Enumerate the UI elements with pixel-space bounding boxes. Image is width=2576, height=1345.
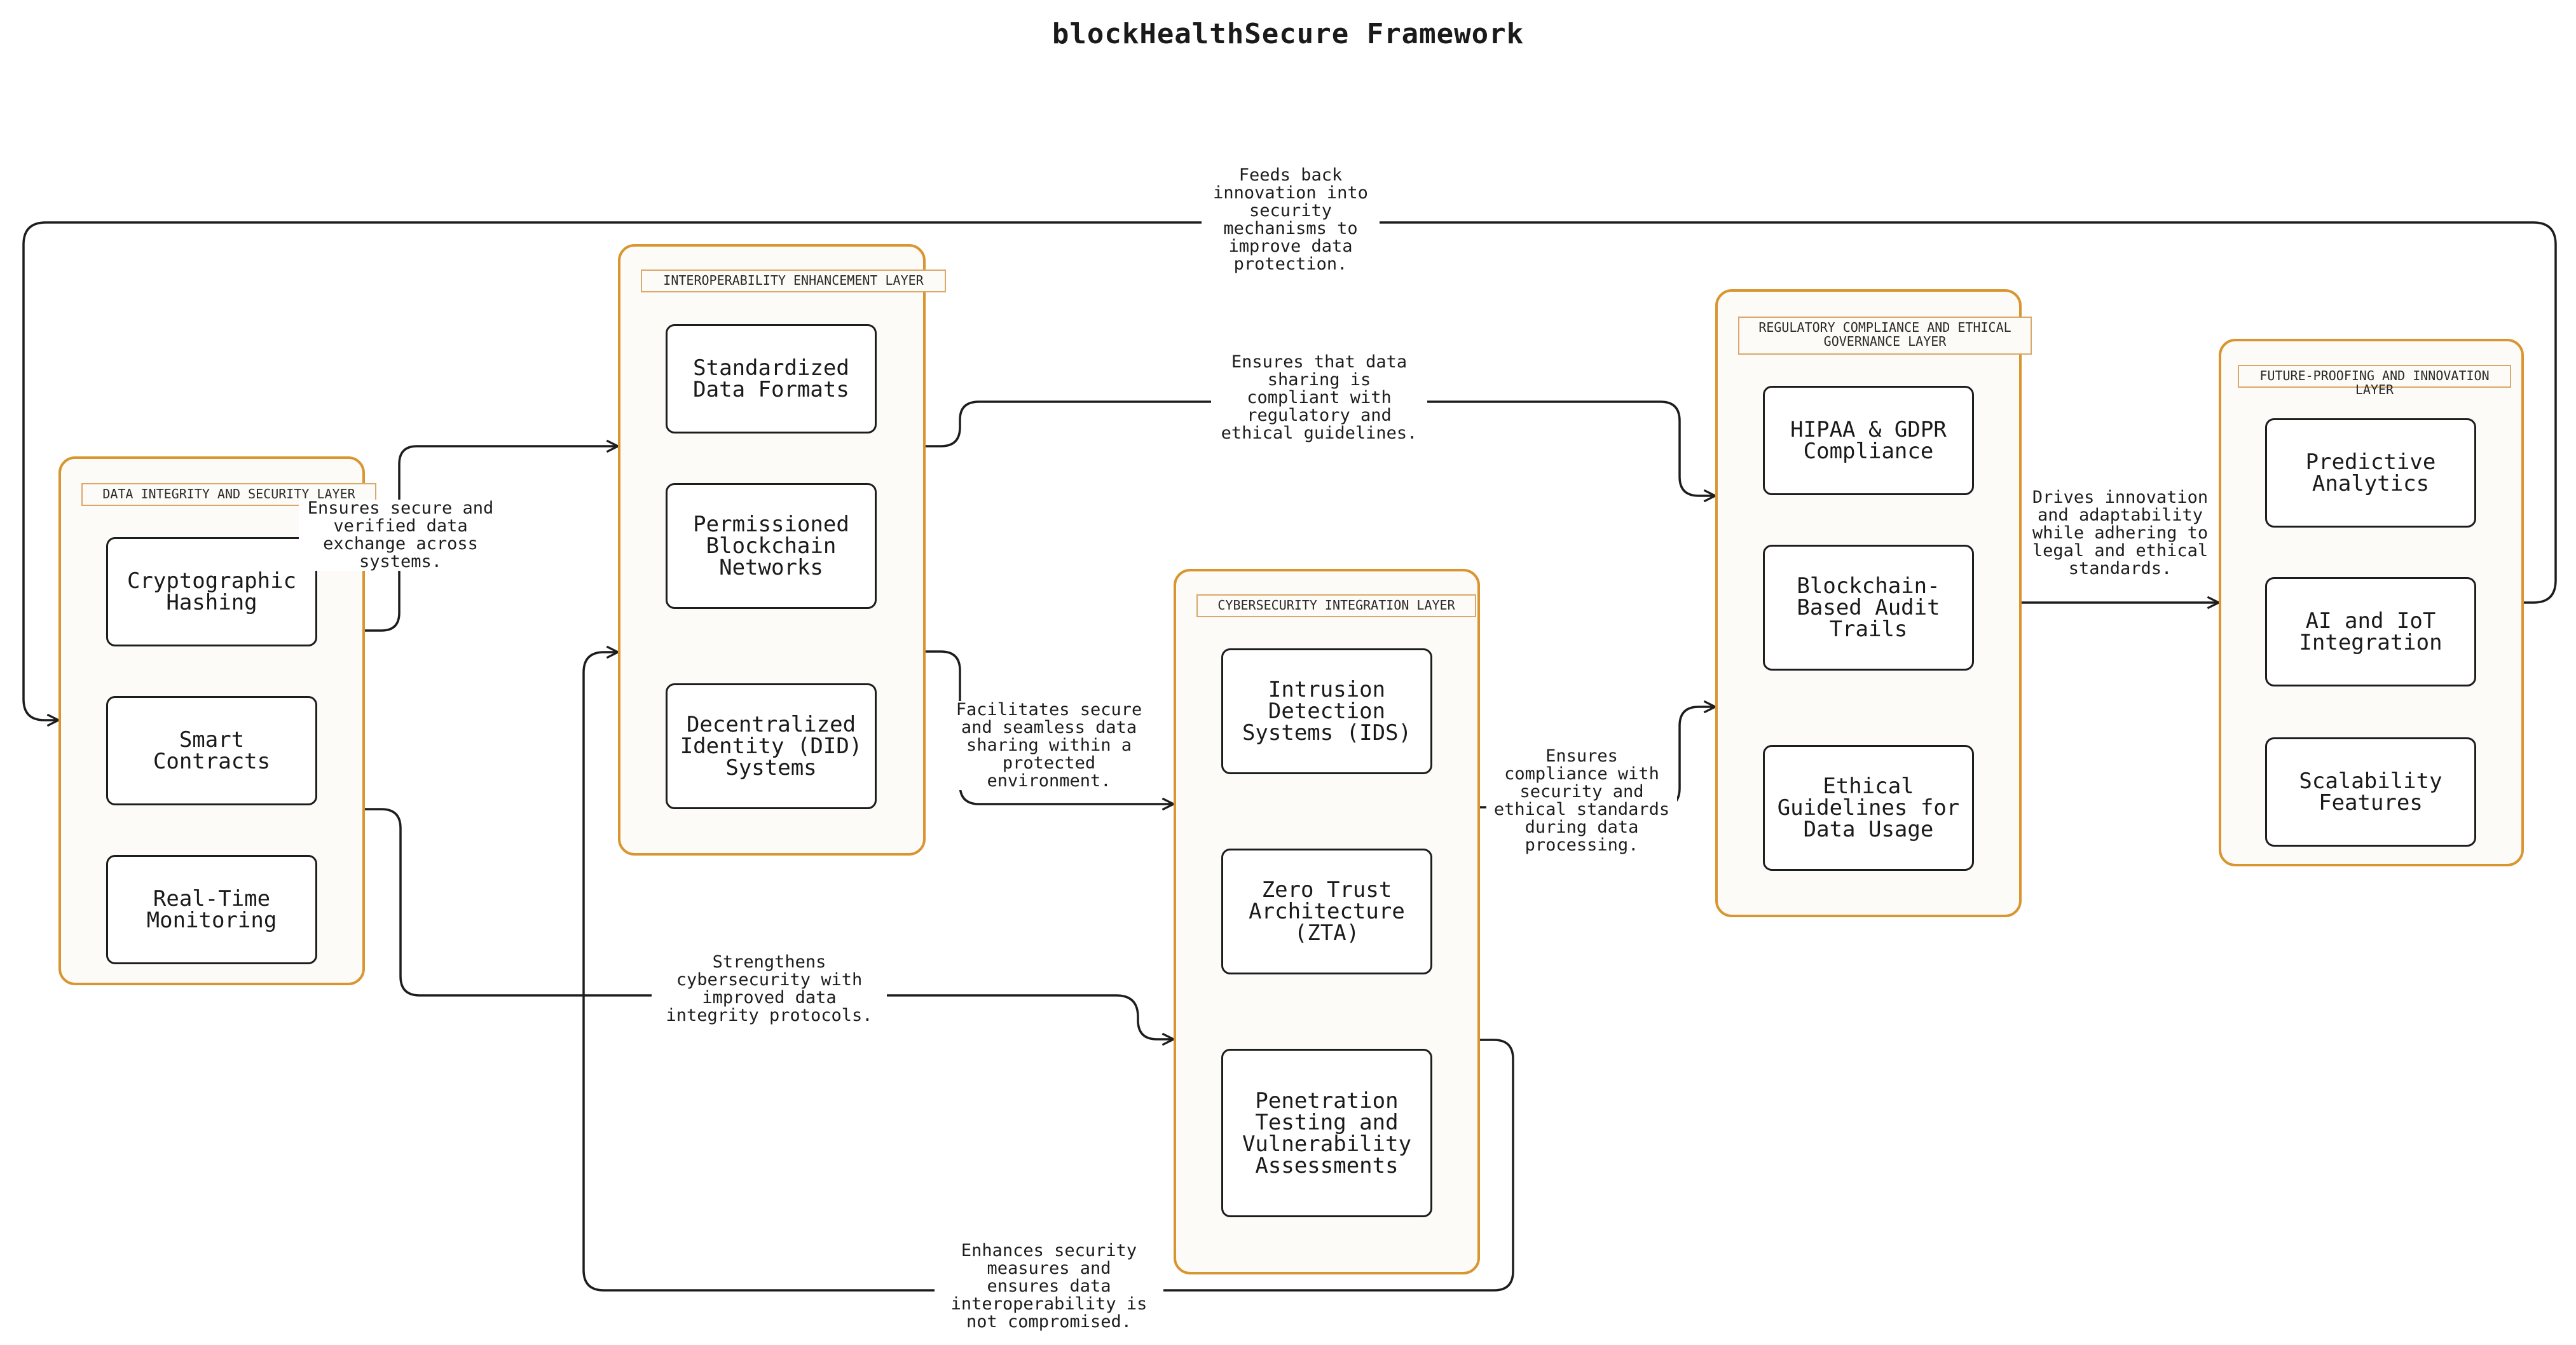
edge-label-interop-to-cyber: Facilitates secure and seamless data sha… [947,701,1151,790]
node-penetration-testing[interactable]: Penetration Testing and Vulnerability As… [1221,1049,1432,1217]
node-zero-trust-architecture[interactable]: Zero Trust Architecture (ZTA) [1221,849,1432,974]
node-decentralized-identity-systems[interactable]: Decentralized Identity (DID) Systems [666,683,877,809]
layer-label-interoperability: INTEROPERABILITY ENHANCEMENT LAYER [641,270,946,292]
diagram-title: blockHealthSecure Framework [1052,18,1524,50]
node-blockchain-audit-trails[interactable]: Blockchain- Based Audit Trails [1763,545,1974,671]
node-smart-contracts[interactable]: Smart Contracts [106,696,317,805]
edge-label-integrity-to-cyber: Strengthens cybersecurity with improved … [652,953,887,1025]
node-cryptographic-hashing[interactable]: Cryptographic Hashing [106,537,317,646]
node-predictive-analytics[interactable]: Predictive Analytics [2265,418,2476,528]
edge-label-interop-to-regulatory: Ensures that data sharing is compliant w… [1211,353,1427,442]
node-standardized-data-formats[interactable]: Standardized Data Formats [666,324,877,434]
layer-label-data-integrity: DATA INTEGRITY AND SECURITY LAYER [81,483,376,506]
node-permissioned-blockchain-networks[interactable]: Permissioned Blockchain Networks [666,483,877,609]
node-ai-iot-integration[interactable]: AI and IoT Integration [2265,577,2476,686]
node-real-time-monitoring[interactable]: Real-Time Monitoring [106,855,317,964]
layer-label-future-proofing: FUTURE-PROOFING AND INNOVATION LAYER [2238,365,2511,397]
layer-label-regulatory: REGULATORY COMPLIANCE AND ETHICAL GOVERN… [1738,317,2032,355]
node-hipaa-gdpr-compliance[interactable]: HIPAA & GDPR Compliance [1763,386,1974,495]
layer-label-cybersecurity: CYBERSECURITY INTEGRATION LAYER [1196,594,1476,617]
edge-label-cyber-to-interop: Enhances security measures and ensures d… [935,1242,1163,1331]
edge-label-integrity-to-interop: Ensures secure and verified data exchang… [299,500,502,571]
node-ethical-guidelines[interactable]: Ethical Guidelines for Data Usage [1763,745,1974,871]
node-intrusion-detection-systems[interactable]: Intrusion Detection Systems (IDS) [1221,648,1432,774]
edge-label-regulatory-to-future: Drives innovation and adaptability while… [2025,489,2216,578]
edge-label-cyber-to-regulatory: Ensures compliance with security and eth… [1486,748,1677,854]
node-scalability-features[interactable]: Scalability Features [2265,737,2476,847]
edge-label-feedback: Feeds back innovation into security mech… [1202,167,1380,273]
